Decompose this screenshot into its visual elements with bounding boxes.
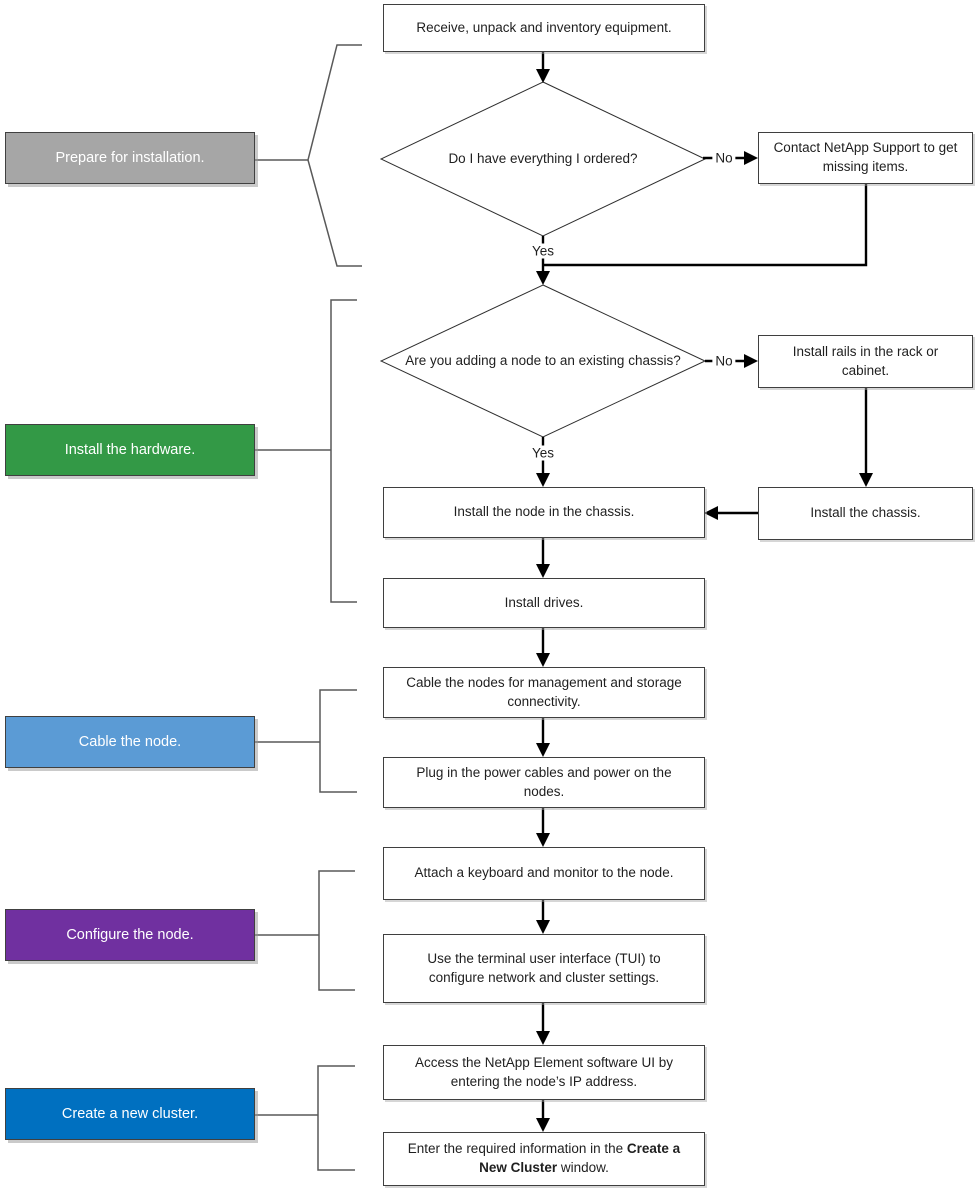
step-use-tui: Use the terminal user interface (TUI) to… bbox=[383, 934, 705, 1003]
phase-label: Configure the node. bbox=[66, 927, 194, 943]
step-attach-keyboard-monitor: Attach a keyboard and monitor to the nod… bbox=[383, 847, 705, 900]
step-plug-in-power: Plug in the power cables and power on th… bbox=[383, 757, 705, 808]
step-access-element-ui: Access the NetApp Element software UI by… bbox=[383, 1045, 705, 1100]
flow-lines bbox=[541, 52, 868, 1118]
step-install-chassis: Install the chassis. bbox=[758, 487, 973, 540]
branch-label-no-1: No bbox=[712, 150, 736, 166]
phase-create-a-new-cluster: Create a new cluster. bbox=[5, 1088, 255, 1140]
step-text: Install rails in the rack or cabinet. bbox=[792, 343, 939, 378]
step-enter-cluster-info: Enter the required information in the Cr… bbox=[383, 1132, 705, 1186]
decision-text-everything-ordered: Do I have everything I ordered? bbox=[448, 151, 638, 167]
step-text: Contact NetApp Support to get missing it… bbox=[773, 140, 958, 174]
step-text: Cable the nodes for management and stora… bbox=[406, 674, 682, 709]
bracket-cable bbox=[319, 689, 357, 793]
bracket-hardware bbox=[330, 299, 357, 603]
bracket-configure bbox=[318, 870, 355, 991]
step-text: Enter the required information in the Cr… bbox=[399, 1140, 689, 1178]
phase-label: Create a new cluster. bbox=[61, 1106, 199, 1122]
step-text: Install the node in the chassis. bbox=[453, 504, 635, 520]
step-text: Plug in the power cables and power on th… bbox=[416, 764, 672, 799]
step-text: Use the terminal user interface (TUI) to… bbox=[427, 950, 661, 985]
branch-label-yes-1: Yes bbox=[528, 243, 558, 259]
bracket-prepare bbox=[307, 44, 362, 267]
bracket-cluster bbox=[317, 1065, 355, 1171]
phase-cable-the-node: Cable the node. bbox=[5, 716, 255, 768]
step-contact-netapp-support: Contact NetApp Support to get missing it… bbox=[758, 132, 973, 184]
step-text-post: window. bbox=[557, 1160, 609, 1175]
decision-text-existing-chassis: Are you adding a node to an existing cha… bbox=[405, 353, 681, 369]
step-receive-unpack-inventory: Receive, unpack and inventory equipment. bbox=[383, 4, 705, 52]
step-text: Receive, unpack and inventory equipment. bbox=[416, 19, 672, 35]
phase-label: Prepare for installation. bbox=[55, 150, 205, 166]
step-text: Attach a keyboard and monitor to the nod… bbox=[414, 865, 674, 881]
phase-label: Cable the node. bbox=[78, 734, 182, 750]
step-text: Install the chassis. bbox=[810, 505, 921, 521]
phase-configure-the-node: Configure the node. bbox=[5, 909, 255, 961]
step-install-rails: Install rails in the rack or cabinet. bbox=[758, 335, 973, 388]
flow-arrowheads bbox=[536, 69, 873, 1132]
phase-label: Install the hardware. bbox=[64, 442, 196, 458]
step-text-pre: Enter the required information in the bbox=[407, 1141, 627, 1157]
branch-label-yes-2: Yes bbox=[528, 445, 558, 461]
step-text: Install drives. bbox=[504, 594, 584, 610]
step-text: Access the NetApp Element software UI by… bbox=[414, 1054, 674, 1089]
phase-install-the-hardware: Install the hardware. bbox=[5, 424, 255, 476]
step-text-bold: Create a New Cluster bbox=[479, 1141, 681, 1175]
step-cable-nodes: Cable the nodes for management and stora… bbox=[383, 667, 705, 718]
step-install-node-in-chassis: Install the node in the chassis. bbox=[383, 487, 705, 538]
branch-label-no-2: No bbox=[712, 353, 736, 369]
step-install-drives: Install drives. bbox=[383, 578, 705, 628]
phase-brackets bbox=[255, 44, 362, 1171]
phase-prepare-for-installation: Prepare for installation. bbox=[5, 132, 255, 184]
